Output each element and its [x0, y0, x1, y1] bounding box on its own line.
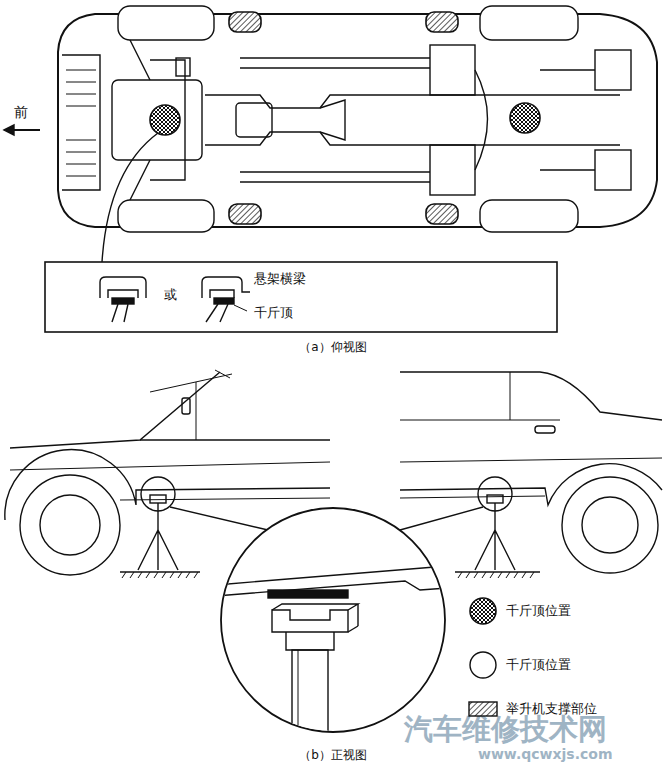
watermark-url: www.qcwxjs.com [478, 746, 612, 763]
legend-text: 举升机支撑部位 [506, 700, 597, 718]
part-name: 悬架横梁 [254, 271, 306, 287]
legend-swatch [468, 694, 498, 724]
legend-swatch [468, 650, 498, 680]
direction-label: 前 [14, 104, 28, 121]
legend-text: 千斤顶位置 [506, 602, 571, 620]
watermark: 汽车维修技术网 [404, 712, 607, 747]
part-name: 千斤顶 [254, 305, 293, 321]
legend-item: 举升机支撑部位 [468, 694, 597, 724]
figure-caption: （b）正视图 [299, 748, 367, 762]
legend-item: 千斤顶位置 [468, 596, 571, 626]
figure-caption: （a）仰视图 [299, 340, 366, 354]
connector-word: 或 [164, 287, 177, 303]
car-side-view [5, 370, 662, 750]
legend-text: 千斤顶位置 [506, 656, 571, 674]
legend-item: 千斤顶位置 [468, 650, 571, 680]
car-underside [4, 6, 657, 332]
legend-swatch [468, 596, 498, 626]
